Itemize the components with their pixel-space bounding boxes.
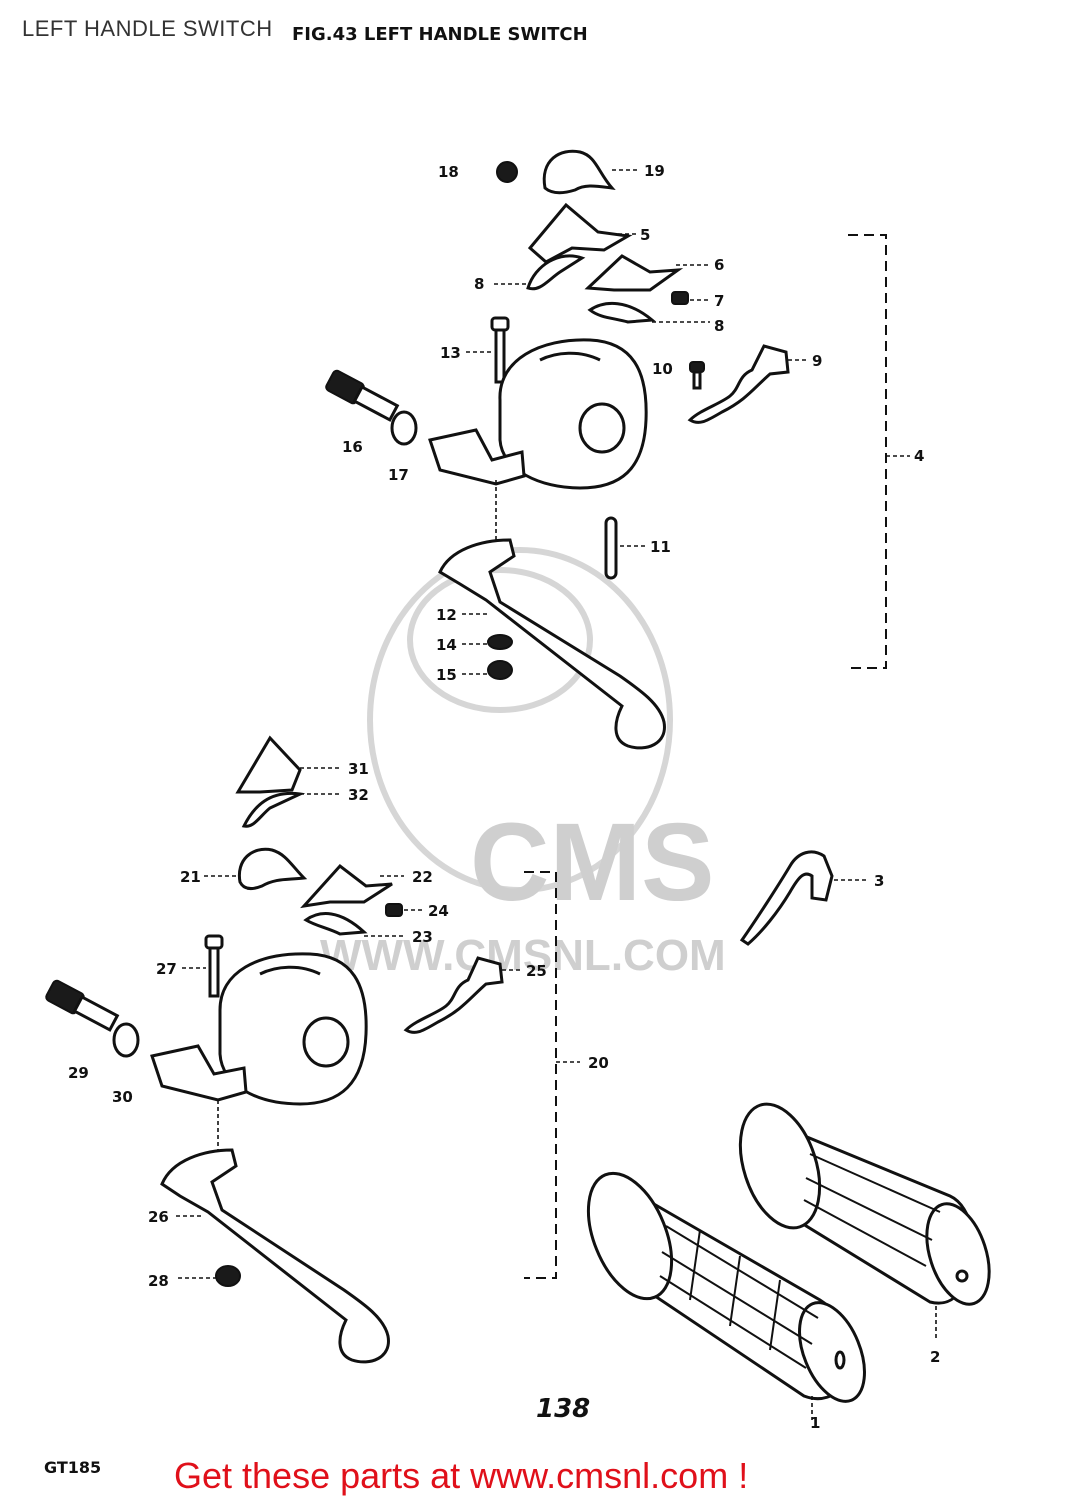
button-8-top (526, 254, 586, 291)
button-6 (584, 254, 684, 292)
label-9: 9 (812, 352, 822, 370)
label-25: 25 (526, 962, 547, 980)
screw-16 (325, 369, 400, 422)
screw-13 (490, 316, 510, 384)
button-23 (303, 912, 368, 936)
label-12: 12 (436, 606, 457, 624)
label-27: 27 (156, 960, 177, 978)
label-14: 14 (436, 636, 457, 654)
label-23: 23 (412, 928, 433, 946)
button-8-bottom (587, 301, 656, 324)
group-4-bracket (848, 234, 887, 669)
figure-title: FIG.43 LEFT HANDLE SWITCH (292, 24, 588, 45)
screw-7 (671, 291, 689, 305)
page-number: 138 (536, 1394, 591, 1424)
label-2: 2 (930, 1348, 940, 1366)
label-18: 18 (438, 163, 459, 181)
label-17: 17 (388, 466, 409, 484)
clip-3 (739, 850, 834, 946)
watermark-brand: CMS (470, 801, 714, 924)
cap-19 (542, 149, 616, 195)
label-30: 30 (112, 1088, 133, 1106)
label-8-top: 8 (474, 275, 484, 293)
nut-14 (487, 634, 513, 650)
button-5 (527, 202, 633, 264)
label-5: 5 (640, 226, 650, 244)
label-15: 15 (436, 666, 457, 684)
knob-18 (496, 161, 518, 183)
label-1: 1 (810, 1414, 820, 1432)
lever-26 (160, 1148, 390, 1364)
label-29: 29 (68, 1064, 89, 1082)
get-parts-link[interactable]: Get these parts at www.cmsnl.com ! (174, 1455, 749, 1496)
page-title: LEFT HANDLE SWITCH (22, 16, 273, 41)
button-22 (300, 863, 393, 909)
label-32: 32 (348, 786, 369, 804)
wire-clip-9 (687, 344, 790, 424)
watermark-site: WWW.CMSNL.COM (320, 931, 726, 980)
label-24: 24 (428, 902, 449, 920)
nut-15 (487, 660, 513, 680)
label-7: 7 (714, 292, 724, 310)
watermark-logo: CMS WWW.CMSNL.COM (320, 547, 726, 980)
wire-clip-25 (403, 956, 504, 1034)
screw-24 (385, 903, 403, 917)
lever-12 (438, 538, 666, 750)
label-11: 11 (650, 538, 671, 556)
grip-1 (586, 1171, 866, 1403)
label-13: 13 (440, 344, 461, 362)
label-6: 6 (714, 256, 724, 274)
label-10: 10 (652, 360, 673, 378)
label-8-bottom: 8 (714, 317, 724, 335)
grip-2 (738, 1102, 991, 1306)
switch-housing-lower (150, 952, 368, 1106)
button-32 (241, 791, 306, 828)
label-22: 22 (412, 868, 433, 886)
screw-29 (45, 979, 120, 1032)
washer-17 (390, 410, 418, 446)
label-16: 16 (342, 438, 363, 456)
switch-housing-upper (428, 338, 648, 490)
screw-10 (689, 361, 705, 390)
label-3: 3 (874, 872, 884, 890)
nut-28 (215, 1265, 241, 1287)
cap-21 (237, 847, 308, 891)
group-20-bracket (524, 871, 557, 1279)
label-28: 28 (148, 1272, 169, 1290)
model-code: GT185 (44, 1458, 102, 1477)
label-21: 21 (180, 868, 201, 886)
label-31: 31 (348, 760, 369, 778)
label-19: 19 (644, 162, 665, 180)
washer-30 (112, 1022, 140, 1058)
part-labels: 1 2 3 4 5 6 7 8 8 9 10 11 12 13 14 15 16… (68, 162, 940, 1432)
button-31 (235, 735, 302, 794)
label-20: 20 (588, 1054, 609, 1072)
label-26: 26 (148, 1208, 169, 1226)
pin-11 (604, 516, 618, 580)
label-4: 4 (914, 447, 924, 465)
screw-27 (204, 934, 224, 998)
